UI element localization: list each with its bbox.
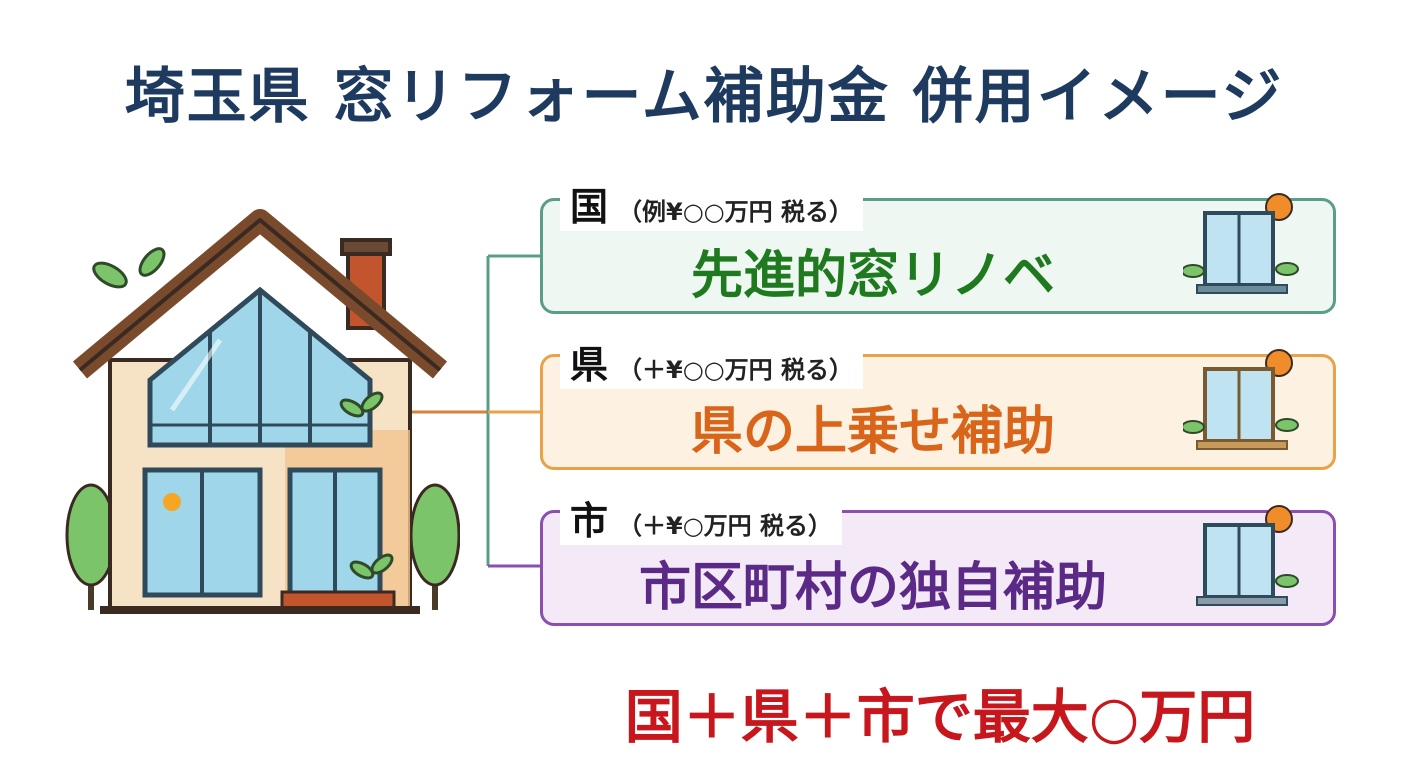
level-key: 国 — [570, 185, 609, 229]
level-detail: （例¥○○万円 税る） — [618, 198, 853, 226]
program-name: 市区町村の独自補助 — [638, 558, 1107, 618]
window-sun-icon — [163, 493, 181, 511]
program-name: 先進的窓リノベ — [690, 246, 1055, 306]
level-key: 県 — [570, 343, 609, 387]
page-title: 埼玉県 窓リフォーム補助金 併用イメージ — [124, 62, 1284, 132]
house-icon — [65, 209, 460, 614]
program-box-national: 先進的窓リノベ — [540, 193, 1336, 314]
level-tag-national: 国 （例¥○○万円 税る） — [560, 176, 863, 231]
tree-right-icon — [409, 483, 460, 610]
program-name: 県の上乗せ補助 — [690, 402, 1055, 462]
tree-left-icon — [65, 483, 117, 610]
leaf-icon — [92, 247, 394, 580]
level-tag-municipal: 市 （＋¥○万円 税る） — [560, 490, 843, 545]
window-icon — [1183, 193, 1299, 294]
window-icon — [1196, 505, 1299, 606]
level-detail: （＋¥○万円 税る） — [618, 512, 833, 540]
level-detail: （＋¥○○万円 税る） — [618, 356, 853, 384]
total-subsidy-summary: 国＋県＋市で最大○万円 — [624, 683, 1256, 751]
level-key: 市 — [570, 499, 609, 543]
level-tag-prefecture: 県 （＋¥○○万円 税る） — [560, 334, 863, 389]
window-icon — [1183, 349, 1299, 450]
